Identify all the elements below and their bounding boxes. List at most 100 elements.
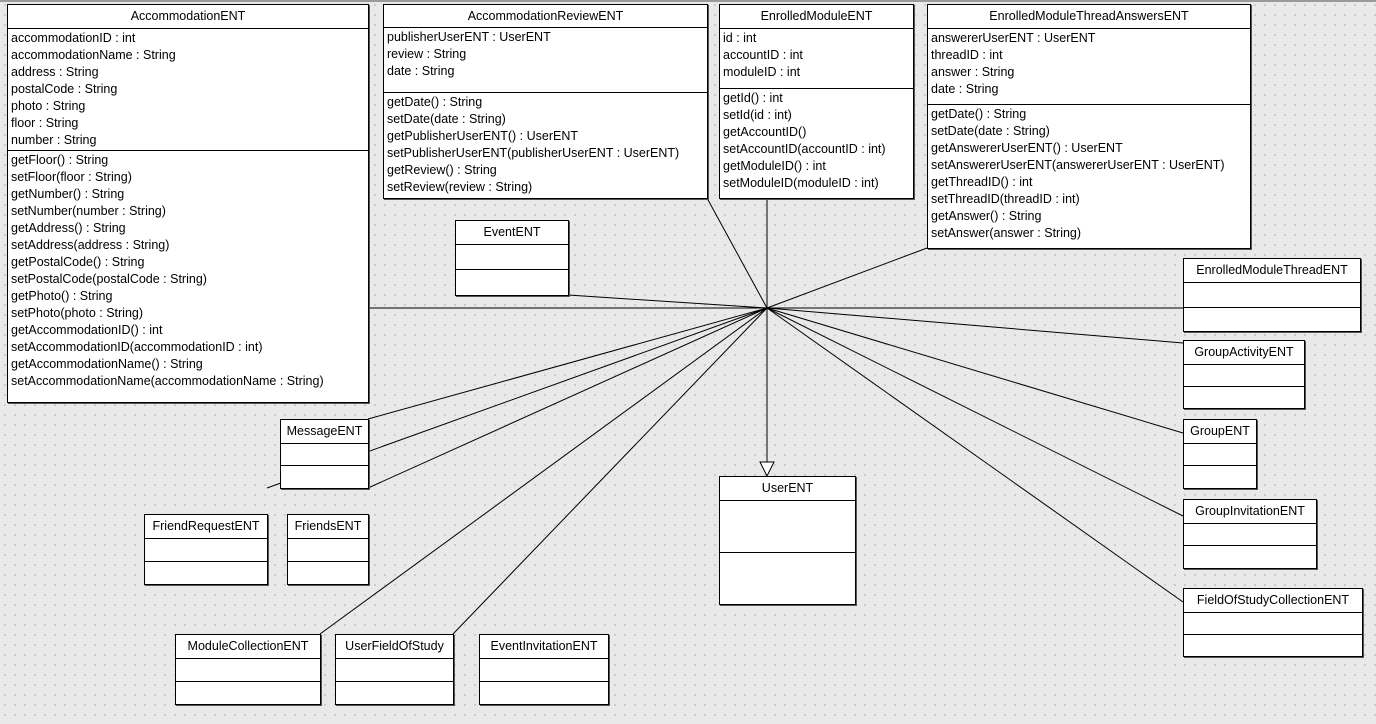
methods-compartment: [288, 562, 368, 584]
class-box-field-of-study-collection-ent[interactable]: FieldOfStudyCollectionENT: [1183, 588, 1363, 657]
methods-compartment: [456, 270, 568, 295]
method: getDate() : String: [387, 95, 483, 109]
attributes-compartment: [480, 659, 608, 682]
attributes-compartment: publisherUserENT : UserENT review : Strin…: [384, 28, 707, 93]
class-name: AccommodationENT: [8, 5, 368, 29]
attribute: review : String: [387, 47, 467, 61]
method: getModuleID() : int: [723, 159, 826, 173]
attribute: number : String: [11, 133, 97, 147]
class-box-event-invitation-ent[interactable]: EventInvitationENT: [479, 634, 609, 705]
connector-accommodation-review-ent: [706, 197, 768, 309]
method: setPublisherUserENT(publisherUserENT : U…: [387, 146, 680, 160]
method: setDate(date : String): [387, 112, 506, 126]
methods-compartment: [281, 466, 368, 488]
connector-event-ent: [567, 294, 768, 309]
methods-compartment: getDate() : String setDate(date : String)…: [928, 105, 1250, 248]
method: setPostalCode(postalCode : String): [11, 272, 207, 286]
connector-friends-ent: [367, 307, 768, 489]
class-box-friends-ent[interactable]: FriendsENT: [287, 514, 369, 585]
class-box-group-activity-ent[interactable]: GroupActivityENT: [1183, 340, 1305, 409]
methods-compartment: [1184, 466, 1256, 488]
methods-compartment: [145, 562, 267, 584]
method: getPhoto() : String: [11, 289, 113, 303]
methods-compartment: getDate() : String setDate(date : String)…: [384, 93, 707, 198]
method: getFloor() : String: [11, 153, 109, 167]
attributes-compartment: [1184, 365, 1304, 387]
method: setAccommodationName(accommodationName :…: [11, 374, 324, 388]
method: setAccountID(accountID : int): [723, 142, 886, 156]
class-box-enrolled-module-thread-answers-ent[interactable]: EnrolledModuleThreadAnswersENT answererUs…: [927, 4, 1251, 249]
connector-group-activity-ent: [766, 307, 1184, 344]
generalization-arrowhead-icon: [759, 461, 775, 478]
class-name: FriendsENT: [288, 515, 368, 539]
methods-compartment: [1184, 387, 1304, 408]
class-name: EnrolledModuleThreadAnswersENT: [928, 5, 1250, 29]
method: setThreadID(threadID : int): [931, 192, 1080, 206]
connector-module-collection-ent: [319, 307, 768, 635]
class-box-user-field-of-study[interactable]: UserFieldOfStudy: [335, 634, 454, 705]
method: setAnswer(answer : String): [931, 226, 1082, 240]
method: setPhoto(photo : String): [11, 306, 144, 320]
method: setDate(date : String): [931, 124, 1050, 138]
method: setModuleID(moduleID : int): [723, 176, 879, 190]
attributes-compartment: [1184, 444, 1256, 466]
method: getNumber() : String: [11, 187, 125, 201]
method: getPostalCode() : String: [11, 255, 145, 269]
class-name: MessageENT: [281, 420, 368, 444]
class-box-group-invitation-ent[interactable]: GroupInvitationENT: [1183, 499, 1317, 569]
attribute: floor : String: [11, 116, 79, 130]
class-name: GroupActivityENT: [1184, 341, 1304, 365]
class-name: UserENT: [720, 477, 855, 501]
class-box-enrolled-module-thread-ent[interactable]: EnrolledModuleThreadENT: [1183, 258, 1361, 332]
attribute: accountID : int: [723, 48, 803, 62]
connector-message-ent: [367, 307, 768, 420]
method: getDate() : String: [931, 107, 1027, 121]
attributes-compartment: [720, 501, 855, 553]
connector-enrolled-module-thread-answers-ent: [766, 247, 928, 309]
method: getThreadID() : int: [931, 175, 1033, 189]
class-box-event-ent[interactable]: EventENT: [455, 220, 569, 296]
attributes-compartment: [1184, 283, 1360, 308]
class-name: AccommodationReviewENT: [384, 5, 707, 28]
class-box-group-ent[interactable]: GroupENT: [1183, 419, 1257, 489]
attribute: publisherUserENT : UserENT: [387, 30, 551, 44]
class-box-message-ent[interactable]: MessageENT: [280, 419, 369, 489]
method: getAddress() : String: [11, 221, 126, 235]
attribute: postalCode : String: [11, 82, 118, 96]
method: setAccommodationID(accommodationID : int…: [11, 340, 263, 354]
methods-compartment: [1184, 546, 1316, 568]
method: setNumber(number : String): [11, 204, 166, 218]
method: getPublisherUserENT() : UserENT: [387, 129, 579, 143]
method: getAccommodationID() : int: [11, 323, 163, 337]
attribute: accommodationName : String: [11, 48, 176, 62]
attributes-compartment: [336, 659, 453, 682]
class-name: ModuleCollectionENT: [176, 635, 320, 659]
attribute: threadID : int: [931, 48, 1003, 62]
class-box-user-ent[interactable]: UserENT: [719, 476, 856, 605]
methods-compartment: [1184, 308, 1360, 331]
attributes-compartment: [145, 539, 267, 562]
attributes-compartment: [456, 245, 568, 270]
methods-compartment: [480, 682, 608, 704]
method: getAnswer() : String: [931, 209, 1042, 223]
method: getAnswererUserENT() : UserENT: [931, 141, 1123, 155]
attribute: accommodationID : int: [11, 31, 136, 45]
attributes-compartment: [288, 539, 368, 562]
class-box-module-collection-ent[interactable]: ModuleCollectionENT: [175, 634, 321, 705]
attribute: moduleID : int: [723, 65, 801, 79]
class-box-accommodation-ent[interactable]: AccommodationENT accommodationID : int acc…: [7, 4, 369, 403]
class-name: GroupENT: [1184, 420, 1256, 444]
class-name: EventInvitationENT: [480, 635, 608, 659]
class-box-friend-request-ent[interactable]: FriendRequestENT: [144, 514, 268, 585]
attributes-compartment: [1184, 524, 1316, 546]
attribute: date : String: [931, 82, 999, 96]
methods-compartment: [1184, 635, 1362, 656]
attribute: address : String: [11, 65, 99, 79]
method: setId(id : int): [723, 108, 792, 122]
attribute: answererUserENT : UserENT: [931, 31, 1096, 45]
